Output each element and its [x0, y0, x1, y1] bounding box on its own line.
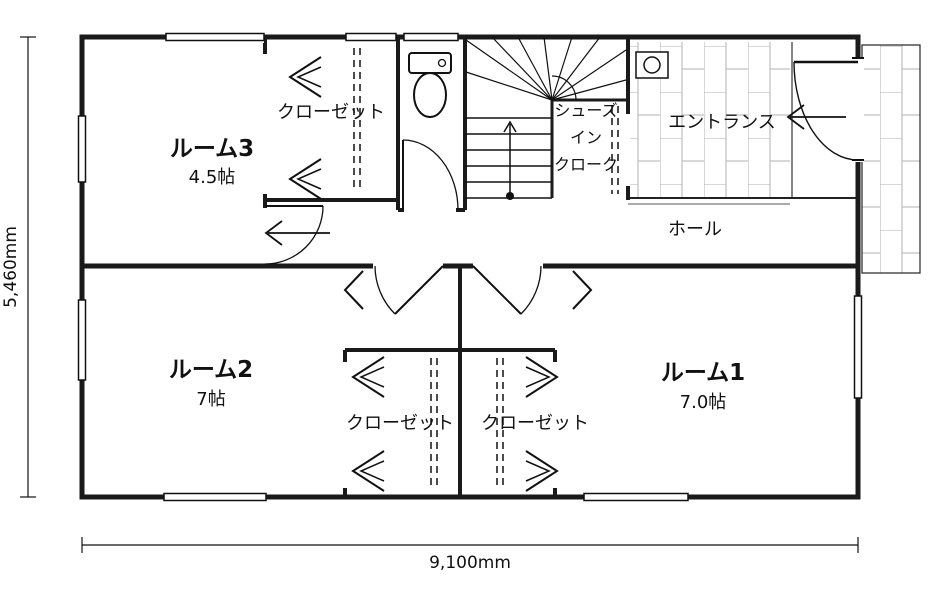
window-top-room3 [165, 32, 265, 42]
labels: ルーム3 4.5帖 クローゼット シューズ イン クローク エントランス ホール… [1, 101, 776, 573]
room1-size-label: 7.0帖 [680, 392, 727, 413]
room1-name-label: ルーム1 [661, 360, 745, 386]
stairs [465, 36, 627, 200]
room3-size-label: 4.5帖 [189, 167, 236, 188]
entry-arrow [786, 104, 805, 130]
shoes-closet-label-line2: イン [570, 128, 602, 147]
dimension-height-label: 5,460mm [1, 226, 21, 308]
window-top-closet [345, 32, 397, 42]
closet-right-label: クローゼット [481, 413, 589, 434]
hall-label: ホール [668, 219, 722, 240]
windows [76, 31, 864, 503]
front-door-swing-arc [793, 61, 859, 161]
hall-to-room3-arrow [264, 220, 283, 246]
room3-door-swing-arc [264, 205, 324, 265]
room2-door-leaf [394, 265, 444, 315]
window-right-room1 [853, 295, 863, 399]
shoes-closet-label-line1: シューズ [554, 101, 617, 120]
room2-name-label: ルーム2 [169, 357, 253, 383]
walls [79, 34, 861, 500]
stairs-up-arrowhead [503, 120, 517, 133]
direction-arrows [264, 104, 846, 246]
window-left-room3 [77, 115, 87, 183]
dimension-width-label: 9,100mm [429, 553, 511, 573]
dimension-lines [20, 36, 859, 553]
room1-door-leaf [472, 265, 522, 315]
porch-tiles [861, 44, 921, 274]
room3-name-label: ルーム3 [170, 136, 254, 162]
entrance-label: エントランス [668, 112, 776, 133]
window-left-room2 [77, 299, 87, 381]
closet-left-label: クローゼット [346, 413, 454, 434]
toilet-door-swing-arc [402, 139, 459, 211]
room1-door-swing-arc [520, 265, 542, 315]
entrance-fixture-icon [635, 51, 669, 79]
room3-closet-label: クローゼット [277, 102, 385, 123]
shoes-closet-label-line3: クローク [554, 155, 618, 174]
folding-door-symbols [288, 56, 593, 492]
stairs-start-dot [506, 192, 514, 200]
front-door [793, 57, 864, 162]
interior-doors [264, 205, 542, 315]
window-bottom-room2 [163, 492, 267, 502]
closet-poles [353, 48, 619, 488]
window-bottom-room1 [583, 492, 689, 502]
toilet-icon [402, 52, 459, 211]
room2-size-label: 7帖 [196, 389, 225, 410]
window-top-toilet [403, 32, 459, 42]
room2-door-swing-arc [374, 265, 396, 315]
